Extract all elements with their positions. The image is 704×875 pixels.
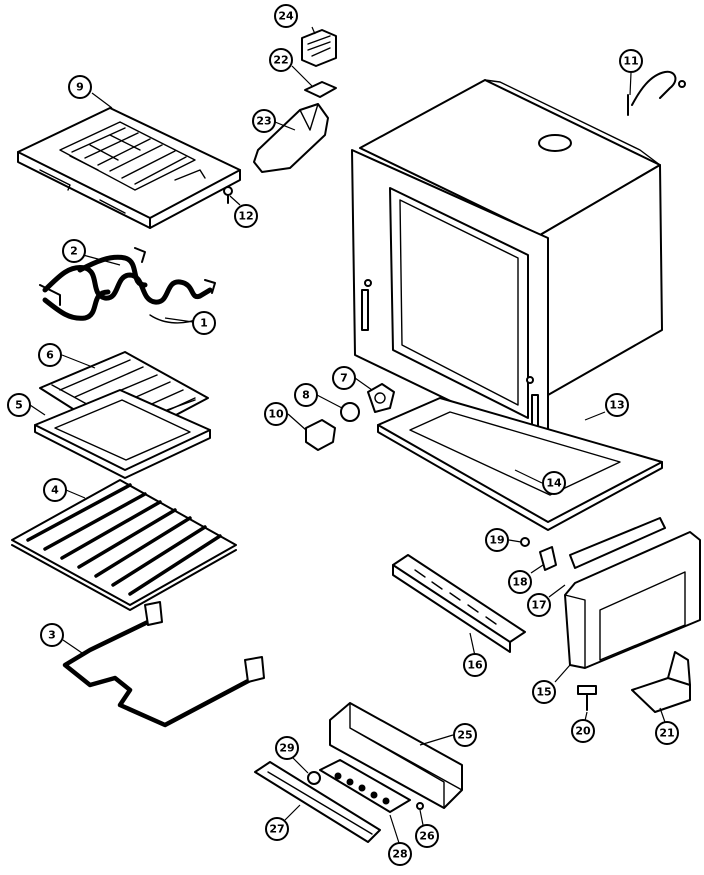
- callout-6: 6: [38, 343, 62, 367]
- part-4-oven-rack: [11, 479, 237, 611]
- callout-15: 15: [532, 680, 556, 704]
- callout-25: 25: [453, 723, 477, 747]
- svg-text:9: 9: [76, 81, 84, 94]
- part-7-light-socket: [367, 383, 395, 413]
- part-15-drawer-box: [564, 531, 701, 669]
- svg-text:23: 23: [256, 115, 271, 128]
- svg-text:28: 28: [392, 848, 407, 861]
- callout-18: 18: [508, 570, 532, 594]
- leader-lines: [29, 26, 667, 844]
- part-3-bake-element: [62, 601, 265, 728]
- svg-text:11: 11: [623, 55, 638, 68]
- part-27-trim-strip: [254, 761, 381, 843]
- part-2-broil-element: [39, 247, 216, 324]
- svg-text:14: 14: [546, 477, 562, 490]
- callout-11: 11: [619, 49, 643, 73]
- part-25-control-housing: [329, 702, 463, 809]
- part-12-screw: [223, 186, 233, 204]
- part-5-broil-pan: [34, 389, 211, 479]
- part-17-drawer-front: [569, 517, 666, 569]
- callout-3: 3: [40, 623, 64, 647]
- callout-27: 27: [265, 817, 289, 841]
- part-29-knob: [307, 771, 321, 785]
- part-24-terminal-block: [301, 29, 337, 67]
- svg-text:29: 29: [279, 742, 294, 755]
- svg-text:7: 7: [340, 372, 348, 385]
- callout-21: 21: [655, 721, 679, 745]
- svg-text:16: 16: [467, 659, 483, 672]
- part-28-switch-block: [319, 759, 411, 813]
- callout-8: 8: [294, 383, 318, 407]
- svg-text:1: 1: [200, 317, 208, 330]
- svg-text:15: 15: [536, 686, 551, 699]
- callout-5: 5: [7, 393, 31, 417]
- callout-14: 14: [542, 471, 566, 495]
- callout-9: 9: [68, 75, 92, 99]
- callout-19: 19: [485, 528, 509, 552]
- svg-text:5: 5: [15, 399, 23, 412]
- callout-2: 2: [62, 239, 86, 263]
- part-23-duct: [253, 103, 329, 173]
- part-11-wire: [627, 70, 686, 116]
- callout-26: 26: [415, 824, 439, 848]
- svg-text:25: 25: [457, 729, 472, 742]
- callout-23: 23: [252, 109, 276, 133]
- oven-cavity: [351, 79, 663, 449]
- svg-text:4: 4: [51, 484, 59, 497]
- callout-17: 17: [527, 593, 551, 617]
- svg-text:26: 26: [419, 830, 435, 843]
- callout-22: 22: [269, 48, 293, 72]
- callout-10: 10: [264, 402, 288, 426]
- svg-text:24: 24: [278, 10, 294, 23]
- part-18-clip: [539, 546, 557, 571]
- callout-7: 7: [332, 366, 356, 390]
- svg-text:20: 20: [575, 725, 591, 738]
- callout-24: 24: [274, 4, 298, 28]
- callout-1: 1: [192, 311, 216, 335]
- callout-20: 20: [571, 719, 595, 743]
- callout-28: 28: [388, 842, 412, 866]
- callout-12: 12: [234, 204, 258, 228]
- svg-text:18: 18: [512, 576, 527, 589]
- svg-text:10: 10: [268, 408, 284, 421]
- svg-text:6: 6: [46, 349, 54, 362]
- callout-29: 29: [275, 736, 299, 760]
- svg-text:21: 21: [659, 727, 674, 740]
- part-9-broil-tray: [17, 107, 241, 229]
- svg-text:27: 27: [269, 823, 284, 836]
- svg-text:19: 19: [489, 534, 504, 547]
- part-21-bracket: [631, 651, 691, 713]
- svg-text:3: 3: [48, 629, 56, 642]
- svg-text:12: 12: [238, 210, 253, 223]
- part-19-screw: [520, 537, 530, 547]
- part-20-leveling-leg: [577, 685, 597, 711]
- svg-text:8: 8: [302, 389, 310, 402]
- part-22-bracket: [304, 81, 337, 98]
- part-13-oven-bottom: [377, 397, 663, 531]
- svg-text:17: 17: [531, 599, 546, 612]
- svg-text:2: 2: [70, 245, 78, 258]
- svg-text:22: 22: [273, 54, 288, 67]
- callout-16: 16: [463, 653, 487, 677]
- callout-13: 13: [605, 393, 629, 417]
- callout-4: 4: [43, 478, 67, 502]
- part-10-light-lens: [305, 419, 336, 451]
- part-26-screw: [416, 802, 424, 810]
- part-8-light-bulb: [340, 402, 360, 422]
- svg-text:13: 13: [609, 399, 624, 412]
- part-16-bracket: [392, 554, 526, 653]
